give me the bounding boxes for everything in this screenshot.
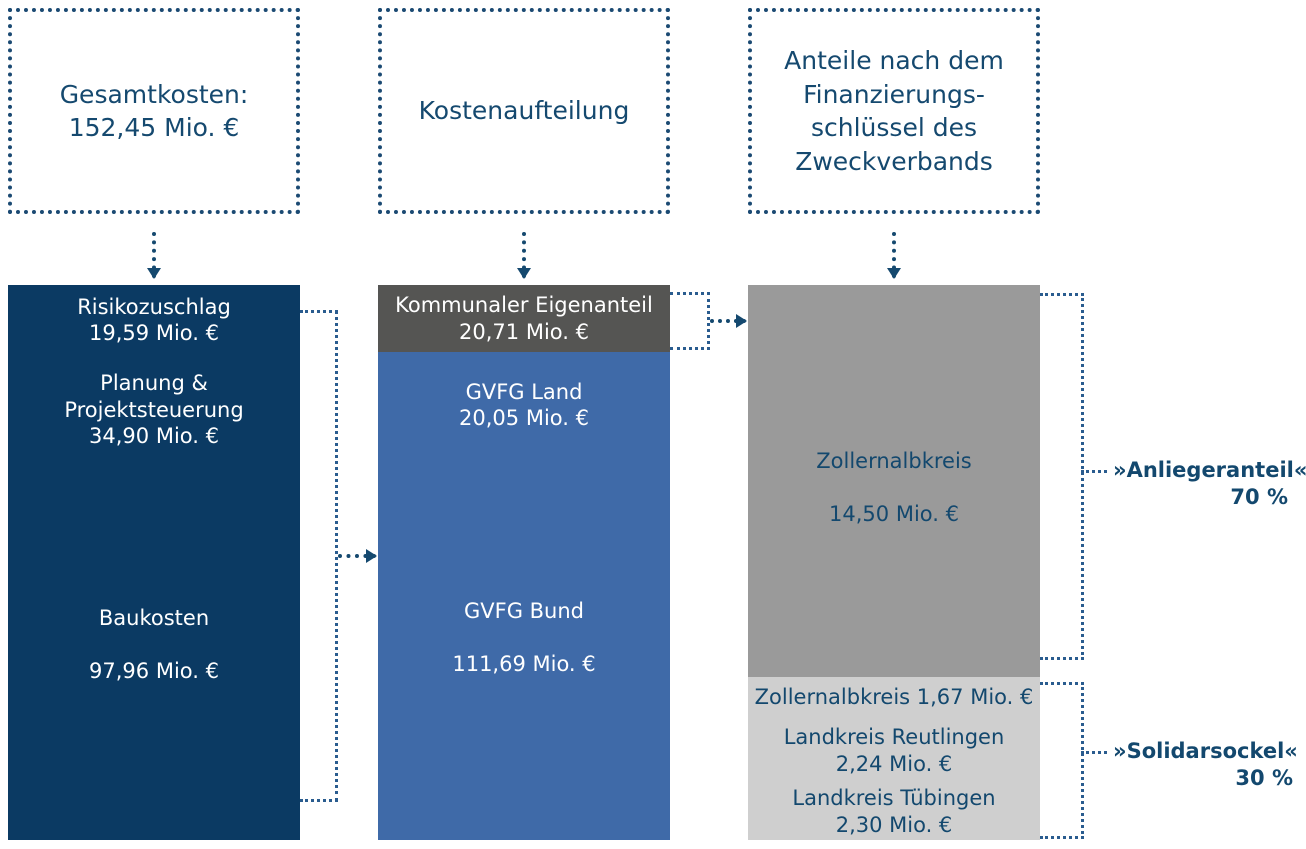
segment-label: Risikozuschlag (77, 294, 231, 319)
segment-risikozuschlag[interactable]: Risikozuschlag 19,59 Mio. € (8, 285, 300, 355)
arrow-right-to-kostenaufteilung (338, 549, 377, 563)
segment-label: Zollernalbkreis 1,67 Mio. € (754, 685, 1034, 710)
bracket-tick-solidarsockel (1081, 751, 1107, 754)
connector-bracket-eigenanteil-to-anteile (670, 292, 710, 350)
bracket-top-line (1040, 682, 1084, 685)
bar-gesamtkosten: Risikozuschlag 19,59 Mio. € Planung & Pr… (8, 285, 300, 840)
segment-value: 2,24 Mio. € (835, 751, 953, 776)
segment-baukosten[interactable]: Baukosten 97,96 Mio. € (8, 465, 300, 840)
segment-value: 14,50 Mio. € (829, 501, 959, 526)
label-solidarsockel: »Solidarsockel« 30 % (1113, 738, 1298, 793)
bracket-top-line (1040, 293, 1084, 296)
segment-label: Zollernalbkreis (816, 449, 972, 473)
segment-zollernalbkreis-solidar[interactable]: Zollernalbkreis 1,67 Mio. € (748, 677, 1040, 718)
side-label-name: »Solidarsockel« (1113, 739, 1298, 763)
arrow-shaft (152, 232, 156, 278)
bracket-tick-anliegeranteil (1081, 470, 1107, 473)
segment-kommunaler-eigenanteil[interactable]: Kommunaler Eigenanteil 20,71 Mio. € (378, 285, 670, 352)
header-line: Gesamtkosten: (59, 79, 249, 109)
segment-value: 111,69 Mio. € (452, 651, 596, 676)
bracket-side-line (1081, 293, 1084, 660)
header-line: schlüssel des (810, 113, 977, 142)
segment-label: Landkreis Tübingen (792, 786, 996, 811)
arrow-head (887, 268, 901, 279)
arrow-right-to-anteile (710, 314, 747, 328)
arrow-head (366, 549, 377, 563)
segment-value: 34,90 Mio. € (89, 424, 219, 449)
arrow-shaft (710, 319, 746, 323)
bracket-bottom-line (1040, 836, 1084, 839)
segment-value: 19,59 Mio. € (89, 321, 219, 345)
bracket-bottom-line (300, 799, 338, 802)
arrow-down-anteile (887, 232, 901, 279)
connector-bracket-gesamtkosten-to-kostenaufteilung (300, 310, 338, 802)
arrow-head (736, 314, 747, 328)
segment-label: Landkreis Reutlingen (783, 725, 1005, 750)
header-line: Finanzierungs- (803, 79, 985, 109)
header-line: Zweckverbands (795, 146, 993, 176)
segment-gvfg-land[interactable]: GVFG Land 20,05 Mio. € (378, 352, 670, 458)
segment-value: 20,05 Mio. € (459, 406, 589, 430)
segment-value: 20,71 Mio. € (459, 319, 589, 344)
segment-zollernalbkreis-anlieger[interactable]: Zollernalbkreis 14,50 Mio. € (748, 285, 1040, 677)
arrow-shaft (338, 554, 376, 558)
side-label-name: »Anliegeranteil« (1113, 458, 1306, 482)
bracket-top-line (300, 310, 338, 313)
bracket-anliegeranteil (1040, 293, 1084, 660)
bar-anteile: Zollernalbkreis 14,50 Mio. € Zollernalbk… (748, 285, 1040, 840)
header-line: 152,45 Mio. € (68, 113, 240, 142)
header-line: Kostenaufteilung (418, 96, 630, 126)
bracket-top-line (670, 292, 710, 295)
side-label-percent: 30 % (1235, 766, 1293, 791)
bracket-bottom-line (1040, 657, 1084, 660)
side-label-percent: 70 % (1230, 485, 1288, 510)
segment-value: 2,30 Mio. € (835, 812, 953, 837)
header-box-kostenaufteilung: Kostenaufteilung (378, 8, 670, 214)
header-box-gesamtkosten: Gesamtkosten: 152,45 Mio. € (8, 8, 300, 214)
segment-label-line1: Planung & (100, 371, 208, 396)
segment-planung-projektsteuerung[interactable]: Planung & Projektsteuerung 34,90 Mio. € (8, 355, 300, 465)
label-anliegeranteil: »Anliegeranteil« 70 % (1113, 457, 1306, 512)
segment-landkreis-reutlingen[interactable]: Landkreis Reutlingen 2,24 Mio. € (748, 718, 1040, 783)
bracket-side-line (1081, 682, 1084, 839)
segment-landkreis-tuebingen[interactable]: Landkreis Tübingen 2,30 Mio. € (748, 783, 1040, 840)
bracket-bottom-line (670, 347, 710, 350)
arrow-down-gesamtkosten (147, 232, 161, 279)
segment-label: GVFG Bund (463, 599, 585, 623)
arrow-down-kostenaufteilung (517, 232, 531, 279)
segment-label-line2: Projektsteuerung (64, 397, 244, 422)
header-line: Anteile nach dem (784, 46, 1004, 75)
arrow-head (147, 268, 161, 279)
bar-kostenaufteilung: Kommunaler Eigenanteil 20,71 Mio. € GVFG… (378, 285, 670, 840)
segment-label: Kommunaler Eigenanteil (395, 293, 653, 318)
bracket-side-line (335, 310, 338, 802)
arrow-shaft (522, 232, 526, 278)
arrow-shaft (892, 232, 896, 278)
bracket-side-line (707, 292, 710, 350)
arrow-head (517, 268, 531, 279)
segment-label: Baukosten (98, 606, 210, 630)
segment-value: 97,96 Mio. € (89, 658, 219, 683)
segment-label: GVFG Land (465, 379, 583, 404)
segment-gvfg-bund[interactable]: GVFG Bund 111,69 Mio. € (378, 458, 670, 840)
bracket-solidarsockel (1040, 682, 1084, 839)
header-box-finanzierungsschluessel: Anteile nach dem Finanzierungs- schlüsse… (748, 8, 1040, 214)
